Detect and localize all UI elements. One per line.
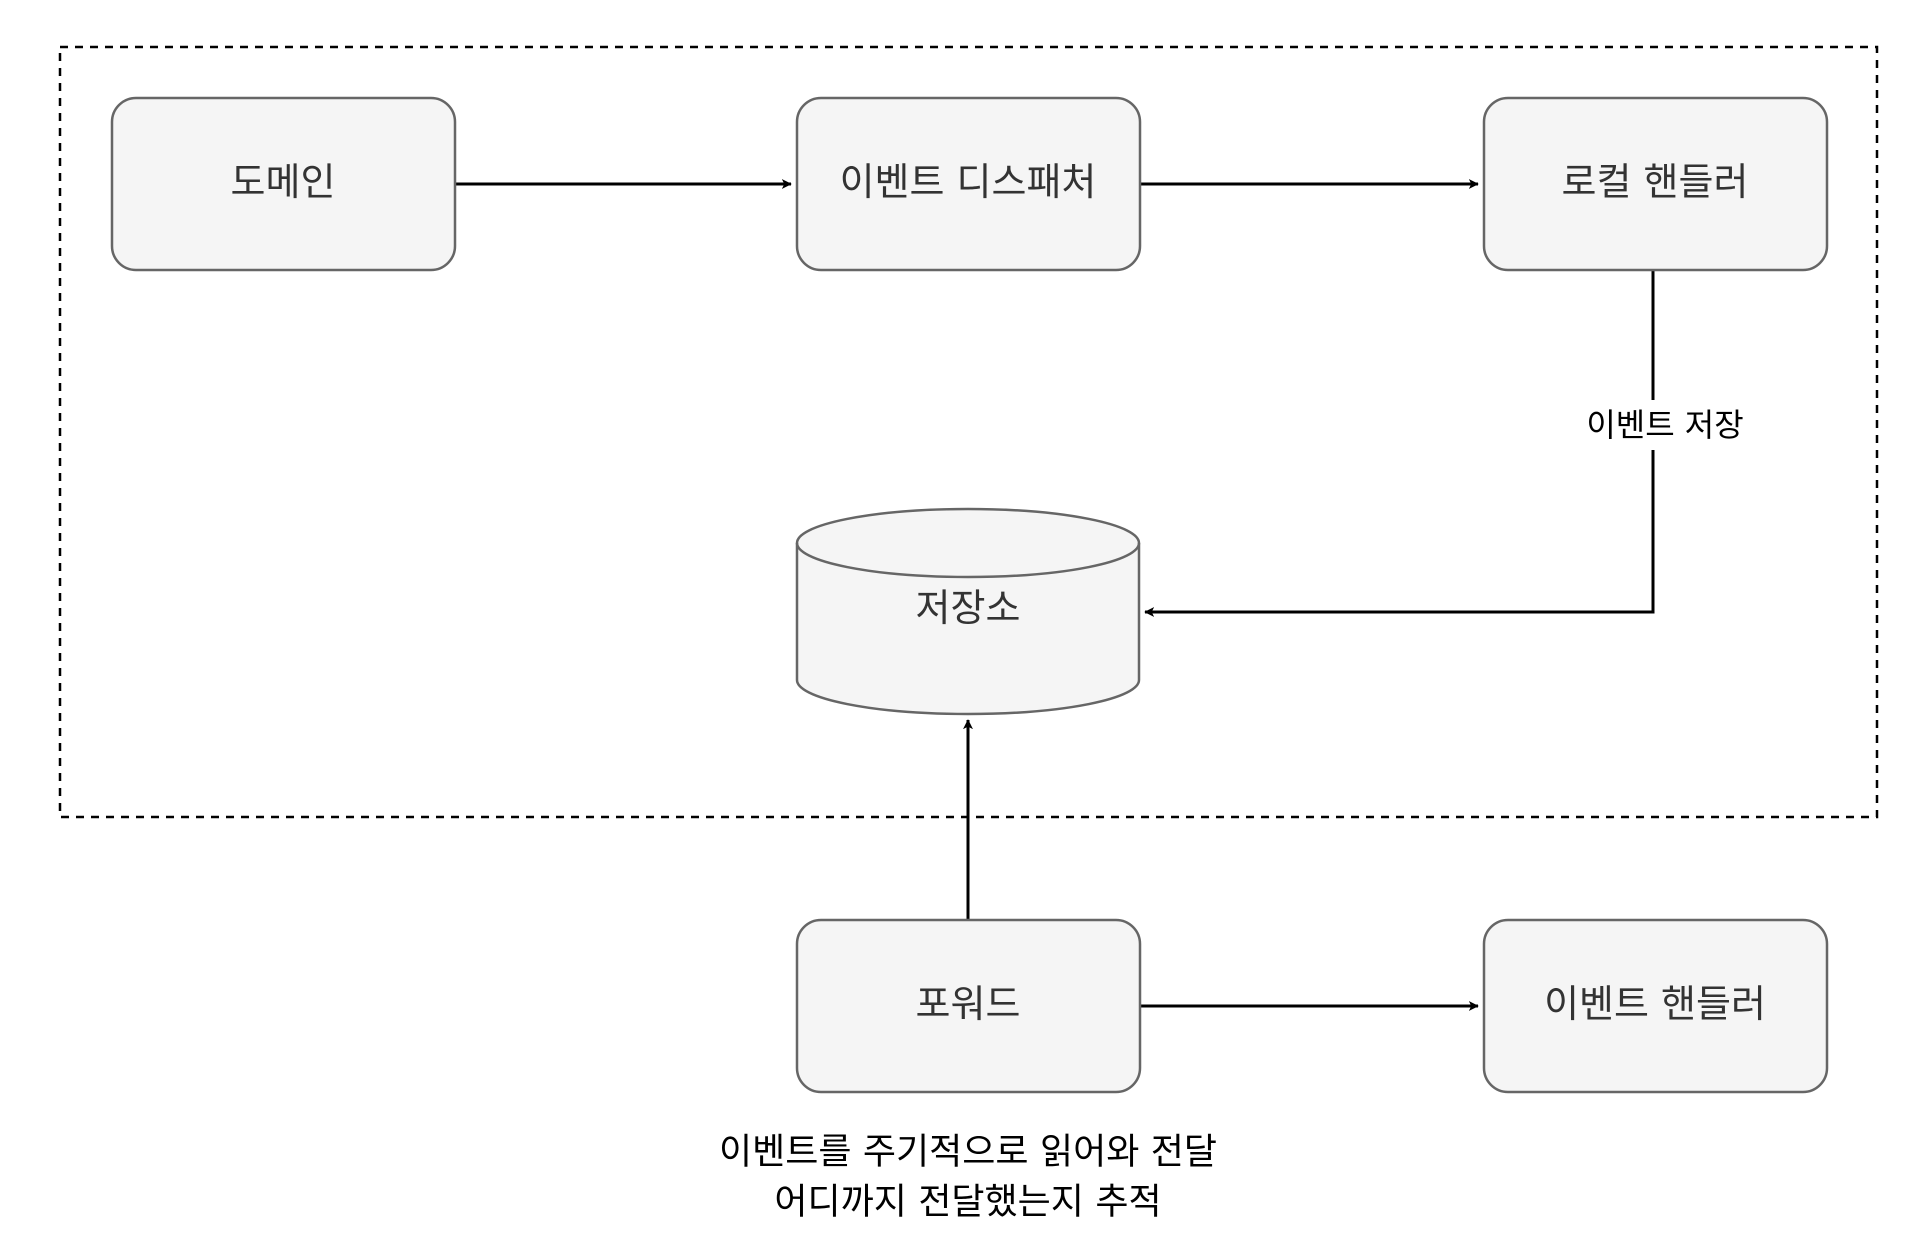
node-local-handler-label: 로컬 핸들러 [1562, 160, 1749, 204]
node-domain: 도메인 [110, 96, 457, 272]
node-event-dispatcher: 이벤트 디스패처 [795, 96, 1142, 272]
node-storage-cylinder: 저장소 [795, 507, 1141, 716]
node-forwarder: 포워드 [795, 918, 1142, 1094]
edge-local-handler-to-storage [1144, 270, 1655, 617]
node-domain-label: 도메인 [231, 160, 336, 204]
node-forwarder-label: 포워드 [916, 982, 1021, 1026]
edge-label-save-event: 이벤트 저장 [1586, 406, 1743, 444]
forwarder-caption-line-2: 어디까지 전달했는지 추적 [774, 1182, 1161, 1223]
node-local-handler: 로컬 핸들러 [1482, 96, 1829, 272]
forwarder-caption-line-1: 이벤트를 주기적으로 읽어와 전달 [719, 1132, 1217, 1173]
node-storage-label: 저장소 [916, 586, 1021, 630]
node-event-handler: 이벤트 핸들러 [1482, 918, 1829, 1094]
edge-label-background [1575, 400, 1755, 450]
node-event-dispatcher-label: 이벤트 디스패처 [840, 160, 1097, 204]
node-event-handler-label: 이벤트 핸들러 [1544, 982, 1766, 1026]
